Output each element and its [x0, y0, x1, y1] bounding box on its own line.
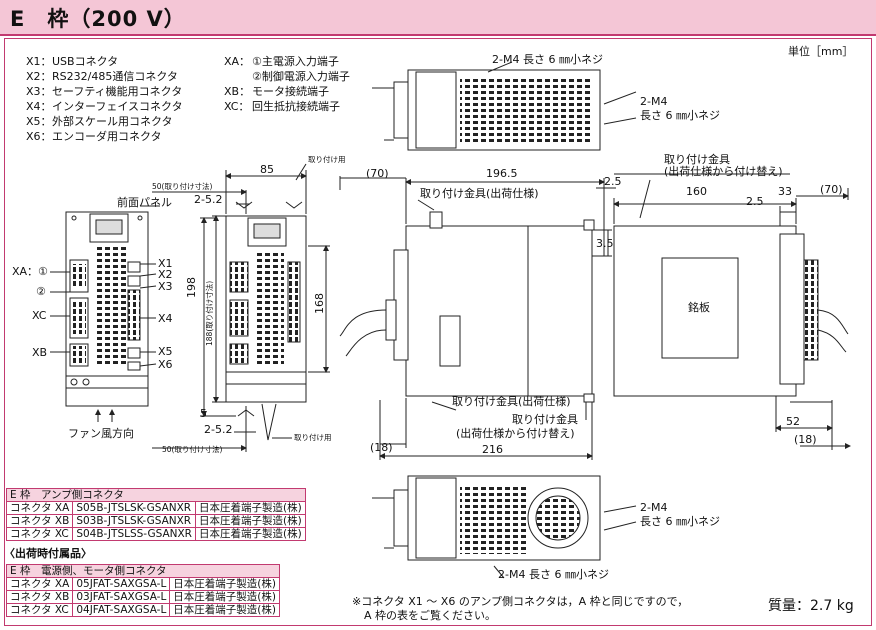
bracket-ship-bottom: 取り付け金具(出荷仕様)	[452, 395, 571, 408]
legend-key: X2：	[26, 70, 52, 83]
page-header: E 枠（200 V）	[0, 0, 876, 36]
legend-key: XC：	[224, 100, 250, 113]
label-x3: X3	[158, 280, 173, 293]
bracket-alt-top-1: 取り付け金具	[664, 153, 730, 166]
mount-label-bottom: 取り付け用	[294, 433, 332, 442]
unit-label: 単位［mm］	[788, 45, 854, 58]
note-line-2: A 枠の表をご覧ください。	[364, 609, 497, 622]
screw-label-top: 2-M4 長さ 6 ㎜小ネジ	[492, 53, 603, 66]
dim-168: 168	[313, 293, 326, 314]
front-view-left	[50, 205, 160, 422]
dim-18-left: (18)	[370, 441, 393, 454]
legend-text: RS232/485通信コネクタ	[52, 70, 178, 83]
acc-table-title: E 枠 電源側、モータ側コネクタ	[6, 564, 280, 578]
legend-key: XB：	[224, 85, 251, 98]
legend-text: セーフティ機能用コネクタ	[52, 85, 183, 98]
dim-196-5: 196.5	[486, 167, 518, 180]
nameplate-label: 銘板	[688, 301, 710, 314]
dim-2-5-b: 2.5	[746, 195, 764, 208]
dim-33: 33	[778, 185, 792, 198]
top-view	[372, 61, 637, 151]
legend-key: X4：	[26, 100, 52, 113]
front-view-mid	[152, 163, 330, 452]
legend-key: X5：	[26, 115, 52, 128]
fan-direction-label: ファン風方向	[68, 427, 134, 440]
legend-text: USBコネクタ	[52, 55, 119, 68]
legend-key: X1：	[26, 55, 52, 68]
label-x6: X6	[158, 358, 173, 371]
legend-text: エンコーダ用コネクタ	[52, 130, 162, 143]
bottom-view	[372, 475, 637, 579]
label-x1: X1	[158, 257, 173, 270]
dim-5: 5	[200, 407, 207, 420]
rear-view	[613, 173, 851, 450]
dim-2-5-2-top: 2-5.2	[194, 193, 223, 206]
dim-2-5-a: 2.5	[604, 175, 622, 188]
legend-text: ②制御電源入力端子	[252, 70, 350, 83]
accessory-title: 〈出荷時付属品〉	[4, 547, 92, 560]
legend-key: XA：	[224, 55, 251, 68]
side-view	[339, 176, 616, 460]
screw-label-bottom-r1: 2-M4	[640, 501, 668, 514]
mount-dim-bottom: 50(取り付け寸法)	[162, 445, 223, 454]
dim-2-5-2-bottom: 2-5.2	[204, 423, 233, 436]
bracket-alt-bottom-1: 取り付け金具	[512, 413, 578, 426]
label-xc: XC	[32, 309, 47, 322]
legend-key: X6：	[26, 130, 52, 143]
mass-label: 質量：2.7 kg	[768, 598, 854, 614]
screw-label-right-2: 長さ 6 ㎜小ネジ	[640, 109, 720, 122]
mount-dim-top: 50(取り付け寸法)	[152, 182, 213, 191]
dim-70-left: (70)	[366, 167, 389, 180]
bracket-alt-top-2: (出荷仕様から付け替え)	[664, 165, 783, 178]
dim-70-right: (70)	[820, 183, 843, 196]
drawing-frame	[4, 38, 872, 626]
dim-52: 52	[786, 415, 800, 428]
label-xa2: ②	[36, 285, 46, 298]
legend-text: 外部スケール用コネクタ	[52, 115, 173, 128]
screw-label-right-1: 2-M4	[640, 95, 668, 108]
amp-table-title: E 枠 アンプ側コネクタ	[6, 488, 306, 502]
mount-label-top: 取り付け用	[308, 155, 346, 164]
bracket-ship-top: 取り付け金具(出荷仕様)	[420, 187, 539, 200]
label-x4: X4	[158, 312, 173, 325]
screw-label-bottom-r2: 長さ 6 ㎜小ネジ	[640, 515, 720, 528]
screw-label-bottom: 2-M4 長さ 6 ㎜小ネジ	[498, 568, 609, 581]
label-xa1: XA：①	[12, 265, 48, 278]
label-x5: X5	[158, 345, 173, 358]
dim-188: 188(取り付け寸法)	[205, 280, 214, 346]
dim-160: 160	[686, 185, 707, 198]
dim-85: 85	[260, 163, 274, 176]
bracket-alt-bottom-2: (出荷仕様から付け替え)	[456, 427, 575, 440]
legend-text: 回生抵抗接続端子	[252, 100, 340, 113]
dim-198: 198	[185, 277, 198, 298]
dim-216: 216	[482, 443, 503, 456]
dim-18-right: (18)	[794, 433, 817, 446]
front-panel-label: 前面パネル	[117, 196, 172, 209]
label-x2: X2	[158, 268, 173, 281]
legend-key: X3：	[26, 85, 52, 98]
legend-text: インターフェイスコネクタ	[52, 100, 183, 113]
legend-text: ①主電源入力端子	[252, 55, 339, 68]
dim-3-5: 3.5	[596, 237, 614, 250]
note-line-1: ※コネクタ X1 ～ X6 のアンプ側コネクタは，A 枠と同じですので，	[352, 595, 689, 608]
page-title: E 枠（200 V）	[10, 7, 186, 31]
legend-text: モータ接続端子	[252, 85, 329, 98]
label-xb: XB	[32, 346, 48, 359]
